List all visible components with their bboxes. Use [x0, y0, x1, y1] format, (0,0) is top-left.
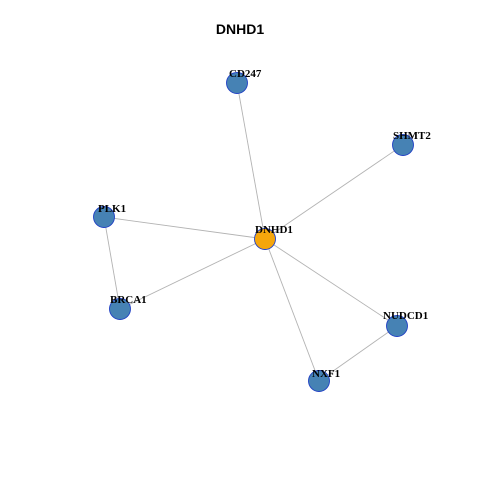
node-label-cd247: CD247	[229, 68, 262, 80]
node-label-nudcd1: NUDCD1	[383, 310, 428, 322]
edge-dnhd1-nudcd1	[264, 238, 398, 327]
node-circle-plk1[interactable]	[93, 206, 115, 228]
node-label-shmt2: SHMT2	[393, 130, 431, 142]
node-nudcd1[interactable]: NUDCD1	[383, 310, 428, 337]
edge-dnhd1-brca1	[119, 238, 266, 310]
node-circle-brca1[interactable]	[109, 298, 131, 320]
diagram-title: DNHD1	[215, 21, 265, 37]
edge-nudcd1-nxf1	[318, 325, 398, 382]
node-circle-shmt2[interactable]	[392, 134, 414, 156]
node-dnhd1[interactable]: DNHD1	[254, 224, 293, 250]
node-circle-dnhd1[interactable]	[254, 228, 276, 250]
edge-dnhd1-shmt2	[264, 144, 404, 240]
node-circle-nxf1[interactable]	[308, 370, 330, 392]
edge-dnhd1-nxf1	[264, 238, 320, 382]
node-label-dnhd1: DNHD1	[255, 224, 293, 236]
edge-dnhd1-plk1	[103, 216, 266, 240]
node-circle-nudcd1[interactable]	[386, 315, 408, 337]
node-circle-cd247[interactable]	[226, 72, 248, 94]
edge-dnhd1-cd247	[236, 82, 266, 240]
node-shmt2[interactable]: SHMT2	[392, 130, 432, 156]
node-plk1[interactable]: PLK1	[93, 203, 127, 228]
edge-layer	[103, 82, 404, 382]
edge-plk1-brca1	[103, 216, 121, 310]
node-label-nxf1: NXF1	[312, 368, 340, 380]
node-nxf1[interactable]: NXF1	[308, 368, 341, 392]
node-cd247[interactable]: CD247	[226, 68, 262, 94]
node-label-plk1: PLK1	[98, 203, 126, 215]
node-label-brca1: BRCA1	[110, 294, 147, 306]
node-brca1[interactable]: BRCA1	[109, 294, 147, 320]
